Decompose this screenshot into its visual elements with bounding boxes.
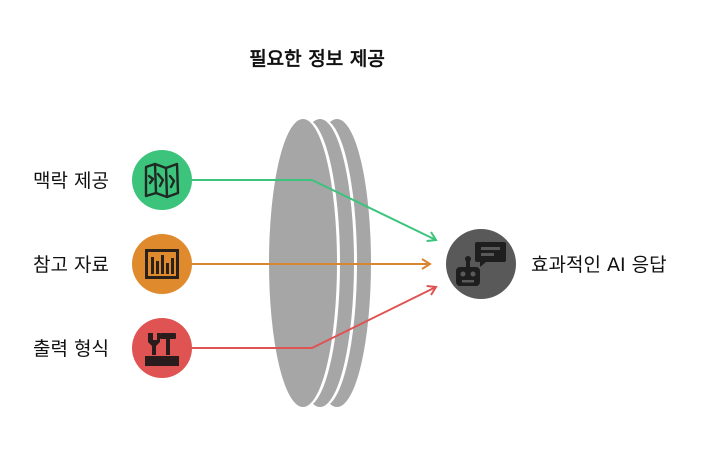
input-label-reference: 참고 자료 (33, 254, 109, 276)
arrow-format (192, 285, 438, 349)
map-icon (132, 150, 192, 210)
diagram-title: 필요한 정보 제공 (249, 48, 385, 70)
chatbot-icon (446, 229, 516, 299)
input-label-format: 출력 형식 (33, 338, 109, 360)
input-label-context: 맥락 제공 (33, 170, 109, 192)
output-label: 효과적인 AI 응답 (531, 254, 667, 276)
tools-icon (132, 318, 192, 378)
bookshelf-icon (132, 234, 192, 294)
arrow-context (192, 179, 438, 243)
